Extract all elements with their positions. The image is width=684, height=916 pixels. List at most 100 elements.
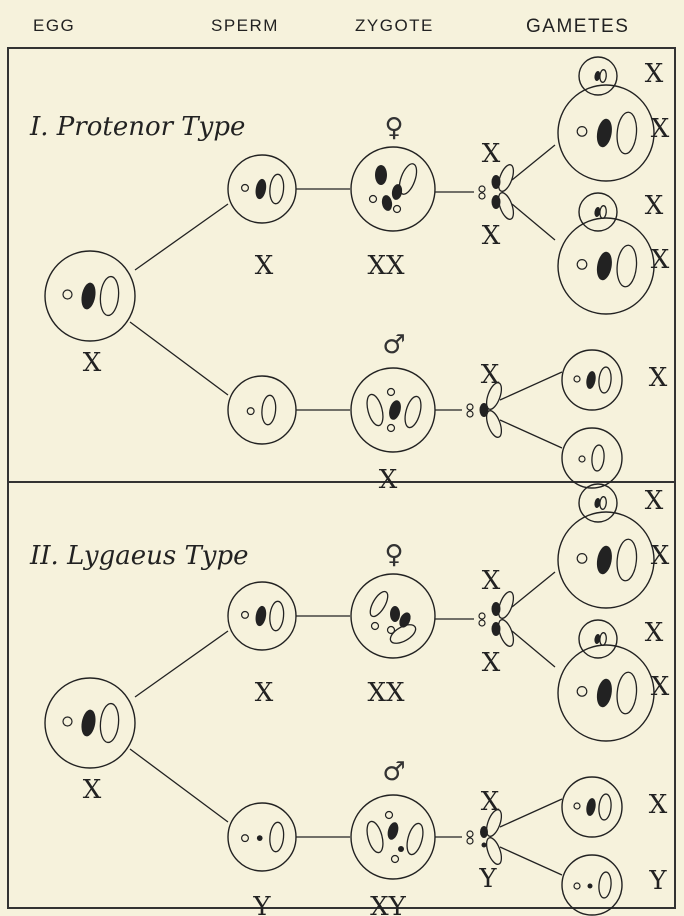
gamete-label: X xyxy=(651,245,670,275)
gamete-label: X xyxy=(645,486,664,516)
connector-line xyxy=(511,144,556,181)
cell-membrane xyxy=(561,349,623,411)
gamete-egg xyxy=(557,644,655,742)
chromosome-small xyxy=(573,375,581,383)
chromosome-dark xyxy=(389,400,401,420)
cell-membrane xyxy=(557,511,655,609)
chromosome-small xyxy=(466,830,474,838)
sperm-cell-top xyxy=(227,581,297,651)
chromosome-small xyxy=(478,192,486,200)
connector-line xyxy=(511,203,556,241)
gamete-sperm-top xyxy=(561,776,623,838)
connector-line xyxy=(499,371,563,401)
chromosome-small xyxy=(246,407,255,416)
division-label: X xyxy=(481,360,500,390)
gamete-sperm-bottom xyxy=(561,854,623,916)
chromosome-loop xyxy=(599,205,607,219)
chromosome-loop xyxy=(599,632,607,646)
connector-line xyxy=(511,571,556,608)
zygote-female xyxy=(350,146,436,232)
connector-line xyxy=(499,798,563,828)
chromosome-dark xyxy=(586,798,596,816)
chromosome-loop xyxy=(616,111,638,155)
division-label: X xyxy=(481,787,500,817)
chromosome-loop xyxy=(598,793,612,821)
connector-line xyxy=(134,203,229,271)
header-gametes: GAMETES xyxy=(526,16,630,37)
gamete-label: Y xyxy=(648,866,667,896)
chromosome-dark xyxy=(255,178,267,200)
panel-title-lygaeus: II. Lygaeus Type xyxy=(30,541,249,571)
egg-cell xyxy=(44,250,136,342)
division-label: X xyxy=(482,648,501,678)
zygote-label-top: XX xyxy=(367,678,405,708)
division-figure-male xyxy=(466,382,503,438)
gamete-label: X xyxy=(649,790,668,820)
sperm-cell-bottom xyxy=(227,375,297,445)
chromosome-small xyxy=(576,259,588,270)
cell-membrane xyxy=(44,250,136,342)
connector-line xyxy=(499,846,563,876)
connector-line xyxy=(511,630,556,668)
egg-label: X xyxy=(83,348,102,378)
polar-body xyxy=(578,192,618,232)
gamete-sperm-top xyxy=(561,349,623,411)
chromosome-small xyxy=(466,837,474,845)
gamete-label: X xyxy=(645,191,664,221)
connector-line xyxy=(499,419,563,449)
sperm-label-top: X xyxy=(255,678,274,708)
diagram-frame xyxy=(7,47,676,909)
chromosome-small xyxy=(370,621,380,631)
cell-membrane xyxy=(557,217,655,315)
sperm-label-bottom: Y xyxy=(252,892,271,916)
chromosome-dark xyxy=(399,612,411,628)
chromosome-dark xyxy=(596,545,612,575)
header-egg: EGG xyxy=(33,16,76,35)
chromosome-loop xyxy=(497,591,515,619)
cell-membrane xyxy=(561,776,623,838)
chromosome-small xyxy=(392,204,402,214)
cell-membrane xyxy=(557,644,655,742)
gamete-label: X xyxy=(651,541,670,571)
chromosome-small xyxy=(466,403,474,411)
gamete-label: X xyxy=(651,114,670,144)
cell-membrane xyxy=(350,146,436,232)
chromosome-small xyxy=(62,716,73,727)
sperm-cell-bottom xyxy=(227,802,297,872)
chromosome-loop xyxy=(485,809,503,837)
division-label: X xyxy=(482,566,501,596)
chromosome-loop xyxy=(366,820,384,854)
gamete-sperm-bottom xyxy=(561,427,623,489)
header-sperm: SPERM xyxy=(211,16,279,35)
chromosome-small xyxy=(241,183,250,192)
chromosome-small xyxy=(576,125,588,137)
male-symbol: ♂ xyxy=(382,330,405,360)
connector-line xyxy=(134,630,229,698)
zygote-label-bottom: XY xyxy=(370,892,407,916)
chromosome-dark xyxy=(596,678,612,708)
gamete-label: X xyxy=(649,363,668,393)
male-symbol: ♂ xyxy=(382,757,405,787)
chromosome-loop xyxy=(406,822,424,856)
chromosome-y xyxy=(398,846,404,852)
header-zygote: ZYGOTE xyxy=(355,16,434,35)
chromosome-small xyxy=(573,882,581,890)
polar-body xyxy=(578,483,618,523)
gamete-label: X xyxy=(645,59,664,89)
chromosome-small xyxy=(578,455,586,463)
chromosome-small xyxy=(478,185,486,193)
cell-membrane xyxy=(578,56,618,96)
chromosome-y xyxy=(481,842,487,848)
chromosome-dark xyxy=(596,118,612,148)
chromosome-loop xyxy=(616,671,638,715)
chromosome-dark xyxy=(594,633,601,645)
cell-membrane xyxy=(561,854,623,916)
chromosome-loop xyxy=(269,821,285,853)
cell-membrane xyxy=(350,573,436,659)
connector-line xyxy=(129,748,229,823)
cell-membrane xyxy=(578,192,618,232)
zygote-female xyxy=(350,573,436,659)
gamete-label: X xyxy=(645,618,664,648)
chromosome-dark xyxy=(255,605,267,627)
